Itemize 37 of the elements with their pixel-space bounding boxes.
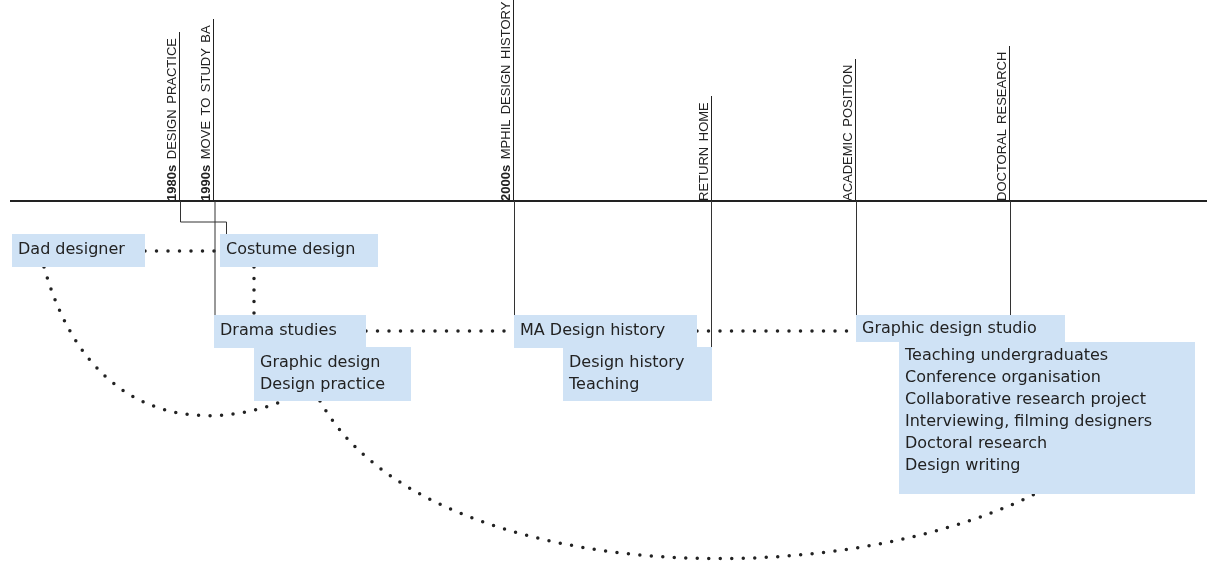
timeline-tick bbox=[856, 200, 857, 316]
text-box bbox=[220, 234, 378, 267]
timeline-tick bbox=[180, 200, 227, 235]
milestone-label: 2000s MPHIL DESIGN HISTORY bbox=[498, 0, 514, 201]
box-text: Doctoral research bbox=[905, 432, 1049, 454]
box-text: Graphic design studio bbox=[862, 317, 1038, 339]
timeline-tick bbox=[514, 200, 515, 316]
box-text: MA Design history bbox=[520, 319, 667, 341]
dotted-connector bbox=[252, 265, 256, 317]
text-box bbox=[254, 347, 411, 401]
milestone-label: 1980s DESIGN PRACTICE bbox=[164, 32, 180, 201]
box-text: Design history bbox=[569, 351, 686, 373]
box-text: Design writing bbox=[905, 454, 1022, 476]
milestone-label: 1990s MOVE TO STUDY BA bbox=[198, 19, 214, 201]
dotted-connector bbox=[318, 399, 1037, 561]
box-text: Dad designer bbox=[18, 238, 126, 260]
text-box bbox=[514, 315, 697, 348]
box-text: Teaching undergraduates bbox=[905, 344, 1110, 366]
timeline-tick bbox=[214, 200, 216, 316]
text-box bbox=[12, 234, 145, 267]
box-text: Conference organisation bbox=[905, 366, 1102, 388]
box-text: Interviewing, filming designers bbox=[905, 410, 1154, 432]
box-text: Graphic design bbox=[260, 351, 382, 373]
text-box bbox=[856, 315, 1065, 342]
timeline-tick bbox=[711, 200, 712, 348]
milestone-label: DOCTORAL RESEARCH bbox=[994, 45, 1010, 201]
milestone-label: RETURN HOME bbox=[696, 96, 712, 201]
text-box bbox=[899, 342, 1195, 494]
box-text: Teaching bbox=[569, 373, 641, 395]
milestone-label: ACADEMIC POSITION bbox=[840, 58, 856, 201]
timeline-tick bbox=[1010, 200, 1011, 316]
text-box bbox=[214, 315, 366, 348]
box-text: Design practice bbox=[260, 373, 387, 395]
text-box bbox=[563, 347, 712, 401]
box-text: Costume design bbox=[226, 238, 357, 260]
box-text: Collaborative research project bbox=[905, 388, 1147, 410]
box-text: Drama studies bbox=[220, 319, 338, 341]
